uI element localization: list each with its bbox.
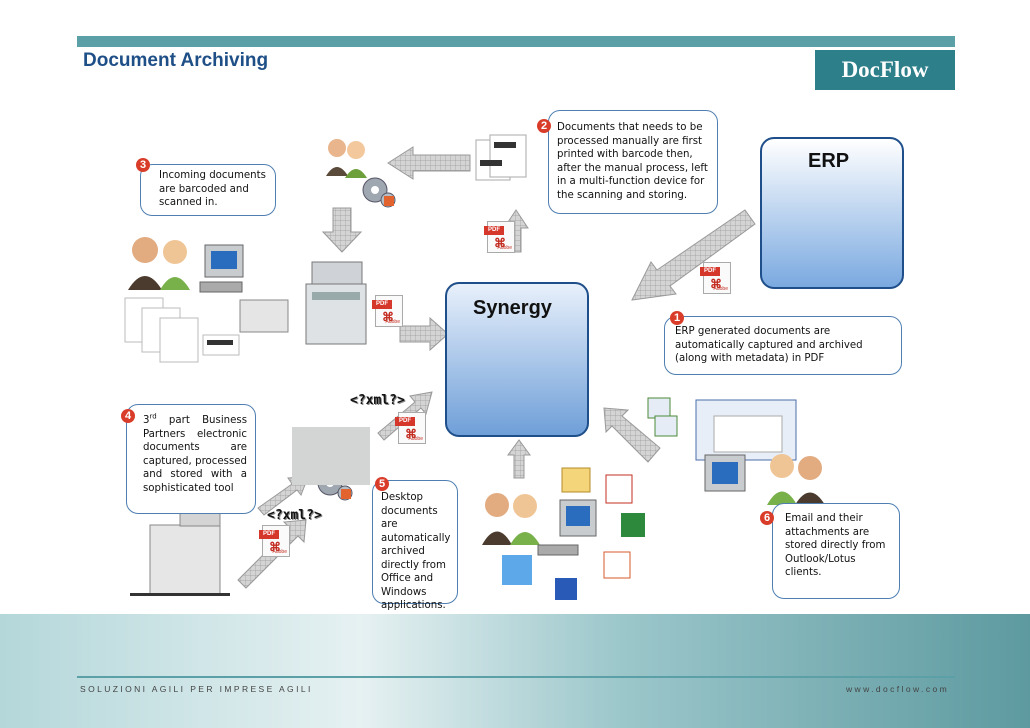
xml-label: <?xml?>	[267, 508, 322, 523]
synergy-label: Synergy	[473, 297, 552, 319]
xml-label: <?xml?>	[350, 393, 405, 408]
synergy-node	[445, 282, 589, 437]
barcode-document-icon	[475, 134, 527, 181]
callout-5: Desktop documents are automatically arch…	[372, 480, 458, 611]
step-badge-3: 3	[136, 158, 150, 172]
pdf-icon: PDF⌘Adobe	[259, 525, 290, 557]
callout-4: 3rd part Business Partners electronic do…	[126, 404, 256, 514]
scanner-mfp-icon	[305, 261, 367, 345]
callout-2: Documents that needs to be processed man…	[548, 110, 718, 214]
arrow-erp-to-synergy	[631, 209, 756, 301]
callout-text: Email and their attachments are stored d…	[785, 513, 886, 578]
footer-banner	[0, 614, 1030, 728]
step-badge-1: 1	[670, 311, 684, 325]
erp-node	[760, 137, 904, 289]
callout-text: Desktop documents are automatically arch…	[381, 492, 451, 611]
callout-1: ERP generated documents are automaticall…	[664, 316, 902, 375]
office-apps-icon	[502, 467, 645, 600]
callout-text: ERP generated documents are automaticall…	[675, 326, 863, 364]
callout-text: 3rd part Business Partners electronic do…	[143, 413, 247, 494]
pdf-icon: PDF⌘Adobe	[700, 262, 731, 294]
step-badge-6: 6	[760, 511, 774, 525]
callout-6: Email and their attachments are stored d…	[772, 503, 900, 599]
header-bar	[77, 36, 955, 47]
callout-text: Incoming documents are barcoded and scan…	[159, 170, 266, 208]
pdf-icon: PDF⌘Adobe	[372, 295, 403, 327]
docflow-logo: DocFlow	[815, 50, 955, 90]
pdf-icon: PDF⌘Adobe	[395, 412, 426, 444]
step-badge-4: 4	[121, 409, 135, 423]
page-title: Document Archiving	[83, 50, 269, 71]
scanning-staff-icon	[128, 237, 244, 293]
pdf-icon: PDF⌘Adobe	[484, 221, 515, 253]
arrow-email-to-synergy	[603, 407, 661, 463]
footer-website[interactable]: www.docflow.com	[846, 684, 950, 694]
desktop-users-icon	[482, 493, 597, 556]
arrow-partners-to-tool	[257, 476, 309, 516]
footer-slogan: SOLUZIONI AGILI PER IMPRESE AGILI	[80, 684, 313, 694]
arrow-scanner-to-synergy	[399, 316, 449, 352]
step-badge-5: 5	[375, 477, 389, 491]
building-icon	[130, 511, 230, 596]
footer-line	[77, 676, 955, 678]
arrow-desktop-to-synergy	[507, 439, 531, 479]
clerks-icon	[326, 139, 367, 178]
step-badge-2: 2	[537, 119, 551, 133]
email-users-icon	[647, 397, 825, 505]
arrow-clerks-down	[321, 207, 363, 253]
document-placeholder	[292, 427, 370, 485]
gears-icon	[362, 177, 396, 208]
callout-text: Documents that needs to be processed man…	[557, 122, 708, 201]
erp-label: ERP	[808, 150, 850, 172]
arrow-to-clerks	[387, 146, 471, 180]
callout-3: Incoming documents are barcoded and scan…	[140, 164, 276, 216]
paper-forms-icon	[124, 297, 289, 363]
